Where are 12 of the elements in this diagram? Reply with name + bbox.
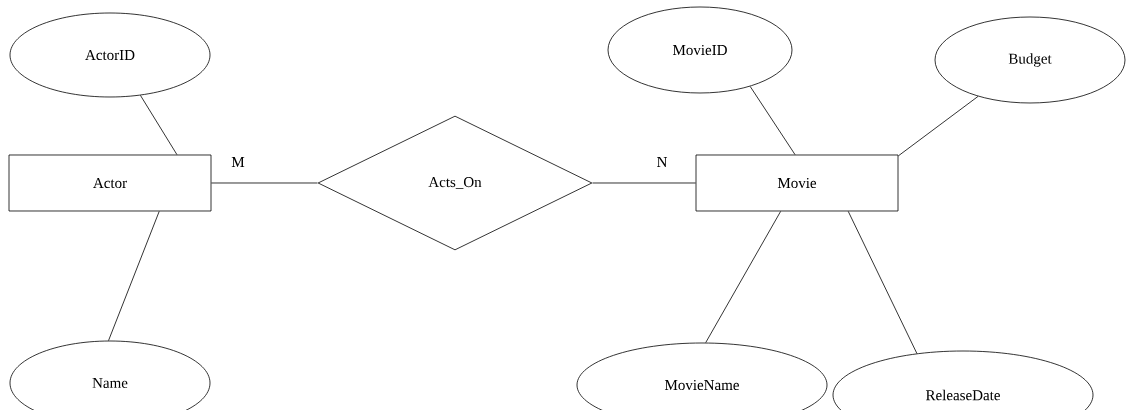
connector-line	[898, 96, 979, 157]
entity-box: Actor	[8, 154, 212, 212]
entity-box: Movie	[695, 154, 899, 212]
connector-line	[140, 95, 178, 155]
connector-line	[211, 182, 318, 184]
cardinality-label: N	[655, 156, 669, 168]
cardinality-label: M	[230, 156, 246, 168]
connector-line	[749, 86, 796, 155]
connector-line	[705, 211, 781, 343]
connector-line	[592, 182, 696, 184]
connector-line	[847, 211, 918, 354]
connector-line	[108, 211, 160, 341]
